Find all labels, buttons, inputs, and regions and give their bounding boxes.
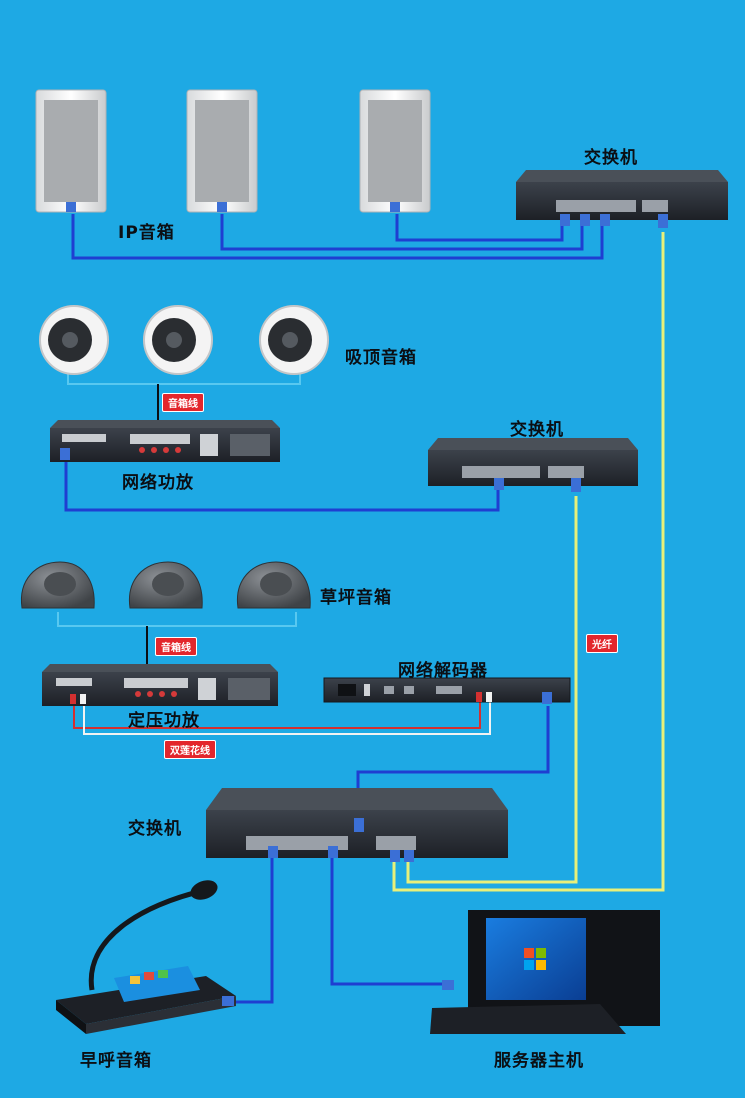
wire-twisted-pair-white xyxy=(83,700,491,735)
label-network-amp: 网络功放 xyxy=(122,473,194,493)
lawn-speaker[interactable] xyxy=(20,561,95,609)
cable-network-amp xyxy=(64,452,500,512)
server-host[interactable] xyxy=(430,910,660,1034)
lawn-speaker[interactable] xyxy=(236,561,311,609)
cable-paging-mic xyxy=(236,846,274,1004)
wire-ceiling xyxy=(67,372,301,385)
switch-mid[interactable] xyxy=(428,438,638,492)
label-ceiling-speaker: 吸顶音箱 xyxy=(345,348,417,368)
cable-ip-speaker-3 xyxy=(395,214,564,242)
network-cables xyxy=(64,214,604,1004)
ip-speaker[interactable] xyxy=(359,89,431,213)
label-network-decoder: 网络解码器 xyxy=(398,661,488,681)
label-constant-voltage-amp: 定压功放 xyxy=(128,711,200,731)
constant-voltage-amplifier[interactable] xyxy=(42,664,278,706)
tag-fiber: 光纤 xyxy=(586,634,618,653)
label-paging-mic: 早呼音箱 xyxy=(80,1051,152,1071)
fiber-mid xyxy=(406,496,578,884)
label-lawn-speaker: 草坪音箱 xyxy=(320,588,392,608)
ceiling-speaker[interactable] xyxy=(259,305,329,375)
wire-lawn xyxy=(57,612,297,627)
tag-twisted-pair: 双莲花线 xyxy=(164,740,216,759)
cable-ip-speaker-2 xyxy=(220,214,584,251)
ip-speaker[interactable] xyxy=(186,89,258,213)
lawn-speaker[interactable] xyxy=(128,561,203,609)
speaker-wires xyxy=(57,372,491,735)
label-switch-mid: 交换机 xyxy=(510,420,564,440)
label-ip-speaker: IP音箱 xyxy=(118,223,175,243)
network-amplifier[interactable] xyxy=(50,420,280,462)
fiber-top xyxy=(392,232,665,892)
windows-logo-icon xyxy=(524,948,546,970)
cable-server xyxy=(330,846,446,986)
switch-bottom[interactable] xyxy=(206,788,508,862)
network-decoder[interactable] xyxy=(323,677,571,704)
switch-top[interactable] xyxy=(516,170,728,228)
fiber-cables xyxy=(392,232,665,892)
label-switch-top: 交换机 xyxy=(584,148,638,168)
ip-speaker[interactable] xyxy=(35,89,107,213)
wire-twisted-pair-red xyxy=(73,700,481,729)
cable-ip-speaker-1 xyxy=(71,214,604,260)
mic-screen-tiles xyxy=(130,976,140,984)
tag-speaker-wire-1: 音箱线 xyxy=(162,393,204,412)
tag-speaker-wire-2: 音箱线 xyxy=(155,637,197,656)
ceiling-speaker[interactable] xyxy=(143,305,213,375)
paging-microphone[interactable] xyxy=(56,877,236,1034)
label-server-host: 服务器主机 xyxy=(494,1051,584,1071)
ceiling-speaker[interactable] xyxy=(39,305,109,375)
label-switch-bottom: 交换机 xyxy=(128,819,182,839)
